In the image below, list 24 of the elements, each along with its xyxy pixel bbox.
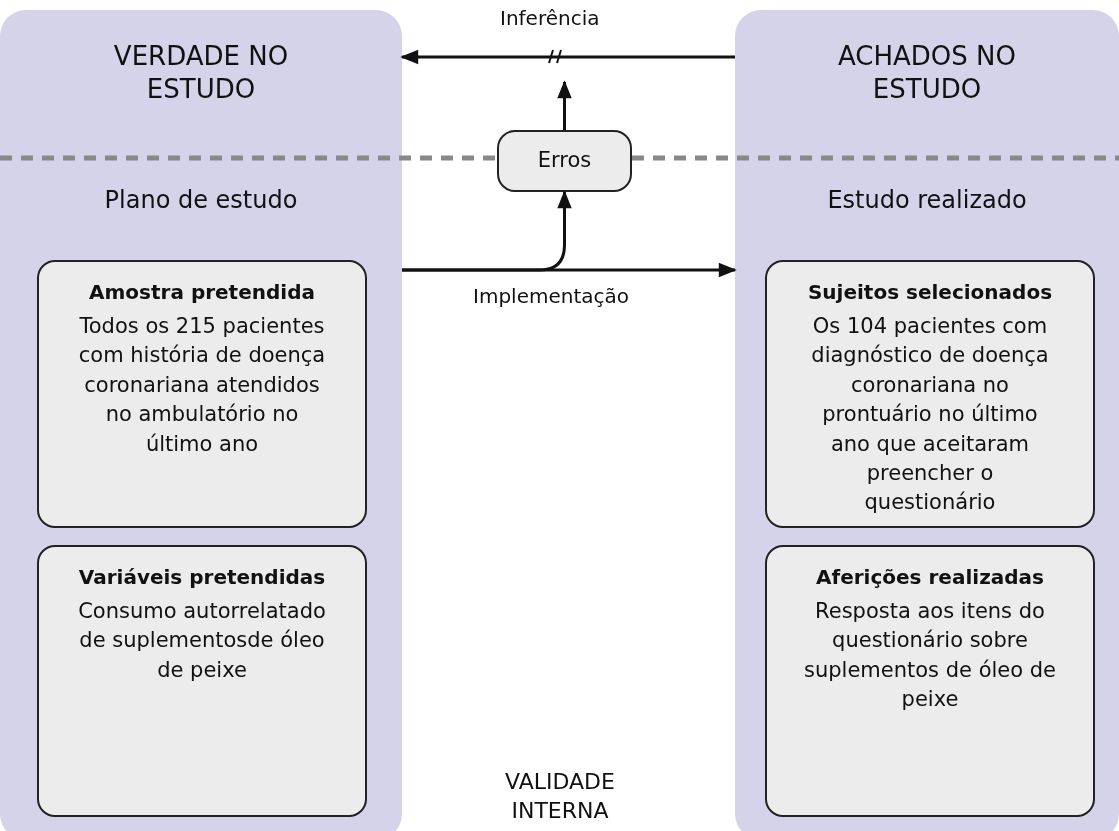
box-title: Sujeitos selecionados <box>807 280 1053 304</box>
box-title: Variáveis pretendidas <box>78 565 326 589</box>
text-box <box>765 260 1095 528</box>
panel <box>0 10 402 831</box>
panel-heading: VERDADE NO ESTUDO <box>112 40 290 105</box>
text-box <box>765 545 1095 817</box>
box-text: Todos os 215 pacientes com história de doença coronariana atendidos no ambulatório no último ano <box>77 313 327 458</box>
box-text: Consumo autorrelatado de suplementosde óleo de peixe <box>77 598 327 684</box>
box-title: Amostra pretendida <box>89 280 315 304</box>
text-box <box>37 545 367 817</box>
box-text: Resposta aos itens do questionário sobre suplementos de óleo de peixe <box>803 598 1057 714</box>
note-label: VALIDADE INTERNA <box>504 768 616 825</box>
box-title: Aferições realizadas <box>816 565 1044 589</box>
text-box <box>497 130 632 192</box>
panel-subheading: Estudo realizado <box>826 185 1028 215</box>
arrow <box>402 190 572 272</box>
panel <box>735 10 1119 831</box>
panel-subheading: Plano de estudo <box>103 185 299 215</box>
arrow <box>400 49 735 65</box>
box-text: Os 104 pacientes com diagnóstico de doença coronariana no prontuário no último ano que aceitaram preencher o questionário <box>810 313 1050 517</box>
box-title: Erros <box>537 147 592 175</box>
arrow <box>557 80 572 130</box>
panel-heading: ACHADOS NO ESTUDO <box>837 40 1017 105</box>
text-box <box>37 260 367 528</box>
